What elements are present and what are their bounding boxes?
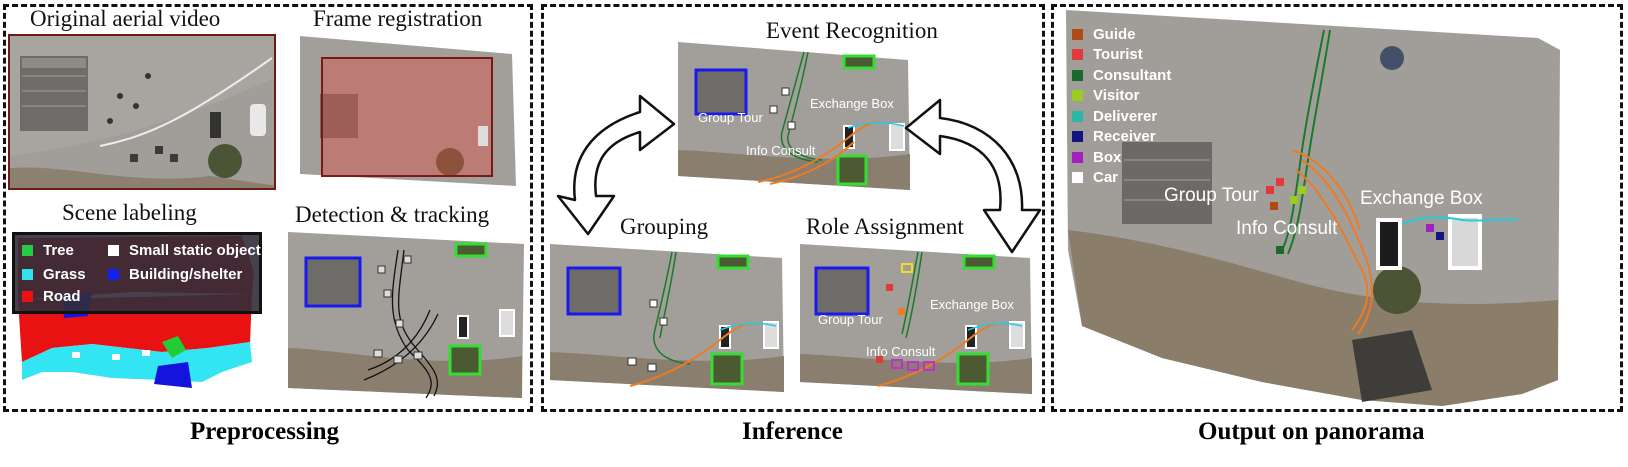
inference-panel xyxy=(541,4,1045,412)
deliverer-swatch xyxy=(1072,110,1083,122)
legend-grass: Grass xyxy=(22,264,86,285)
event-info-consult-label: Info Consult xyxy=(746,143,816,158)
building-shelter-swatch xyxy=(108,268,119,280)
original-video-title: Original aerial video xyxy=(30,6,221,31)
event-exchange-box-label: Exchange Box xyxy=(810,96,894,111)
frame-registration-title: Frame registration xyxy=(313,6,483,31)
receiver-swatch xyxy=(1072,131,1083,143)
visitor-swatch xyxy=(1072,90,1083,102)
legend-car: Car xyxy=(1072,168,1171,189)
legend-consultant: Consultant xyxy=(1072,65,1171,86)
legend-tree: Tree xyxy=(22,240,74,261)
legend-road: Road xyxy=(22,286,81,307)
road-swatch xyxy=(22,290,33,302)
grass-swatch xyxy=(22,268,33,280)
box-swatch xyxy=(1072,151,1083,163)
scene-labeling-map: Tree Small static object Grass Building/… xyxy=(12,232,264,392)
event-group-tour-label: Group Tour xyxy=(698,110,763,125)
detection-tracking-title: Detection & tracking xyxy=(295,202,490,227)
output-panel xyxy=(1051,4,1623,412)
panorama-exchange-box-label: Exchange Box xyxy=(1360,188,1483,209)
preprocessing-title: Preprocessing xyxy=(190,418,340,445)
consultant-swatch xyxy=(1072,69,1083,81)
panorama-group-tour-label: Group Tour xyxy=(1164,185,1259,206)
legend-small-static-object: Small static object xyxy=(108,240,261,261)
tourist-swatch xyxy=(1072,49,1083,61)
role-exchange-box-label: Exchange Box xyxy=(930,297,1014,312)
legend-visitor: Visitor xyxy=(1072,86,1171,107)
legend-deliverer: Deliverer xyxy=(1072,106,1171,127)
legend-tourist: Tourist xyxy=(1072,45,1171,66)
scene-labeling-title: Scene labeling xyxy=(62,200,197,225)
role-assignment-frame: Group Tour Info Consult Exchange Box xyxy=(800,244,1034,396)
legend-guide: Guide xyxy=(1072,24,1171,45)
inference-title: Inference xyxy=(742,418,843,445)
original-video-frame xyxy=(8,34,276,190)
panorama-info-consult-label: Info Consult xyxy=(1236,218,1338,239)
legend-receiver: Receiver xyxy=(1072,127,1171,148)
grouping-title: Grouping xyxy=(620,214,709,239)
role-group-tour-label: Group Tour xyxy=(818,312,883,327)
event-recognition-frame: Group Tour Info Consult Exchange Box xyxy=(678,42,914,192)
tree-swatch xyxy=(22,244,33,256)
preprocessing-panel xyxy=(3,4,533,412)
legend-building-shelter: Building/shelter xyxy=(108,264,242,285)
small-static-object-swatch xyxy=(108,244,119,256)
output-title: Output on panorama xyxy=(1198,418,1425,445)
scene-legend-box xyxy=(12,232,262,314)
car-swatch xyxy=(1072,172,1083,184)
legend-box: Box xyxy=(1072,147,1171,168)
event-recognition-title: Event Recognition xyxy=(766,18,938,43)
panorama-view: Group Tour Info Consult Exchange Box Gui… xyxy=(1062,10,1564,408)
role-assignment-title: Role Assignment xyxy=(806,214,964,239)
grouping-frame xyxy=(550,244,786,394)
guide-swatch xyxy=(1072,28,1083,40)
role-legend: Guide Tourist Consultant Visitor Deliver… xyxy=(1072,24,1171,188)
role-info-consult-label: Info Consult xyxy=(866,344,936,359)
detection-tracking-frame xyxy=(288,230,526,402)
frame-registration-frame xyxy=(300,34,524,192)
